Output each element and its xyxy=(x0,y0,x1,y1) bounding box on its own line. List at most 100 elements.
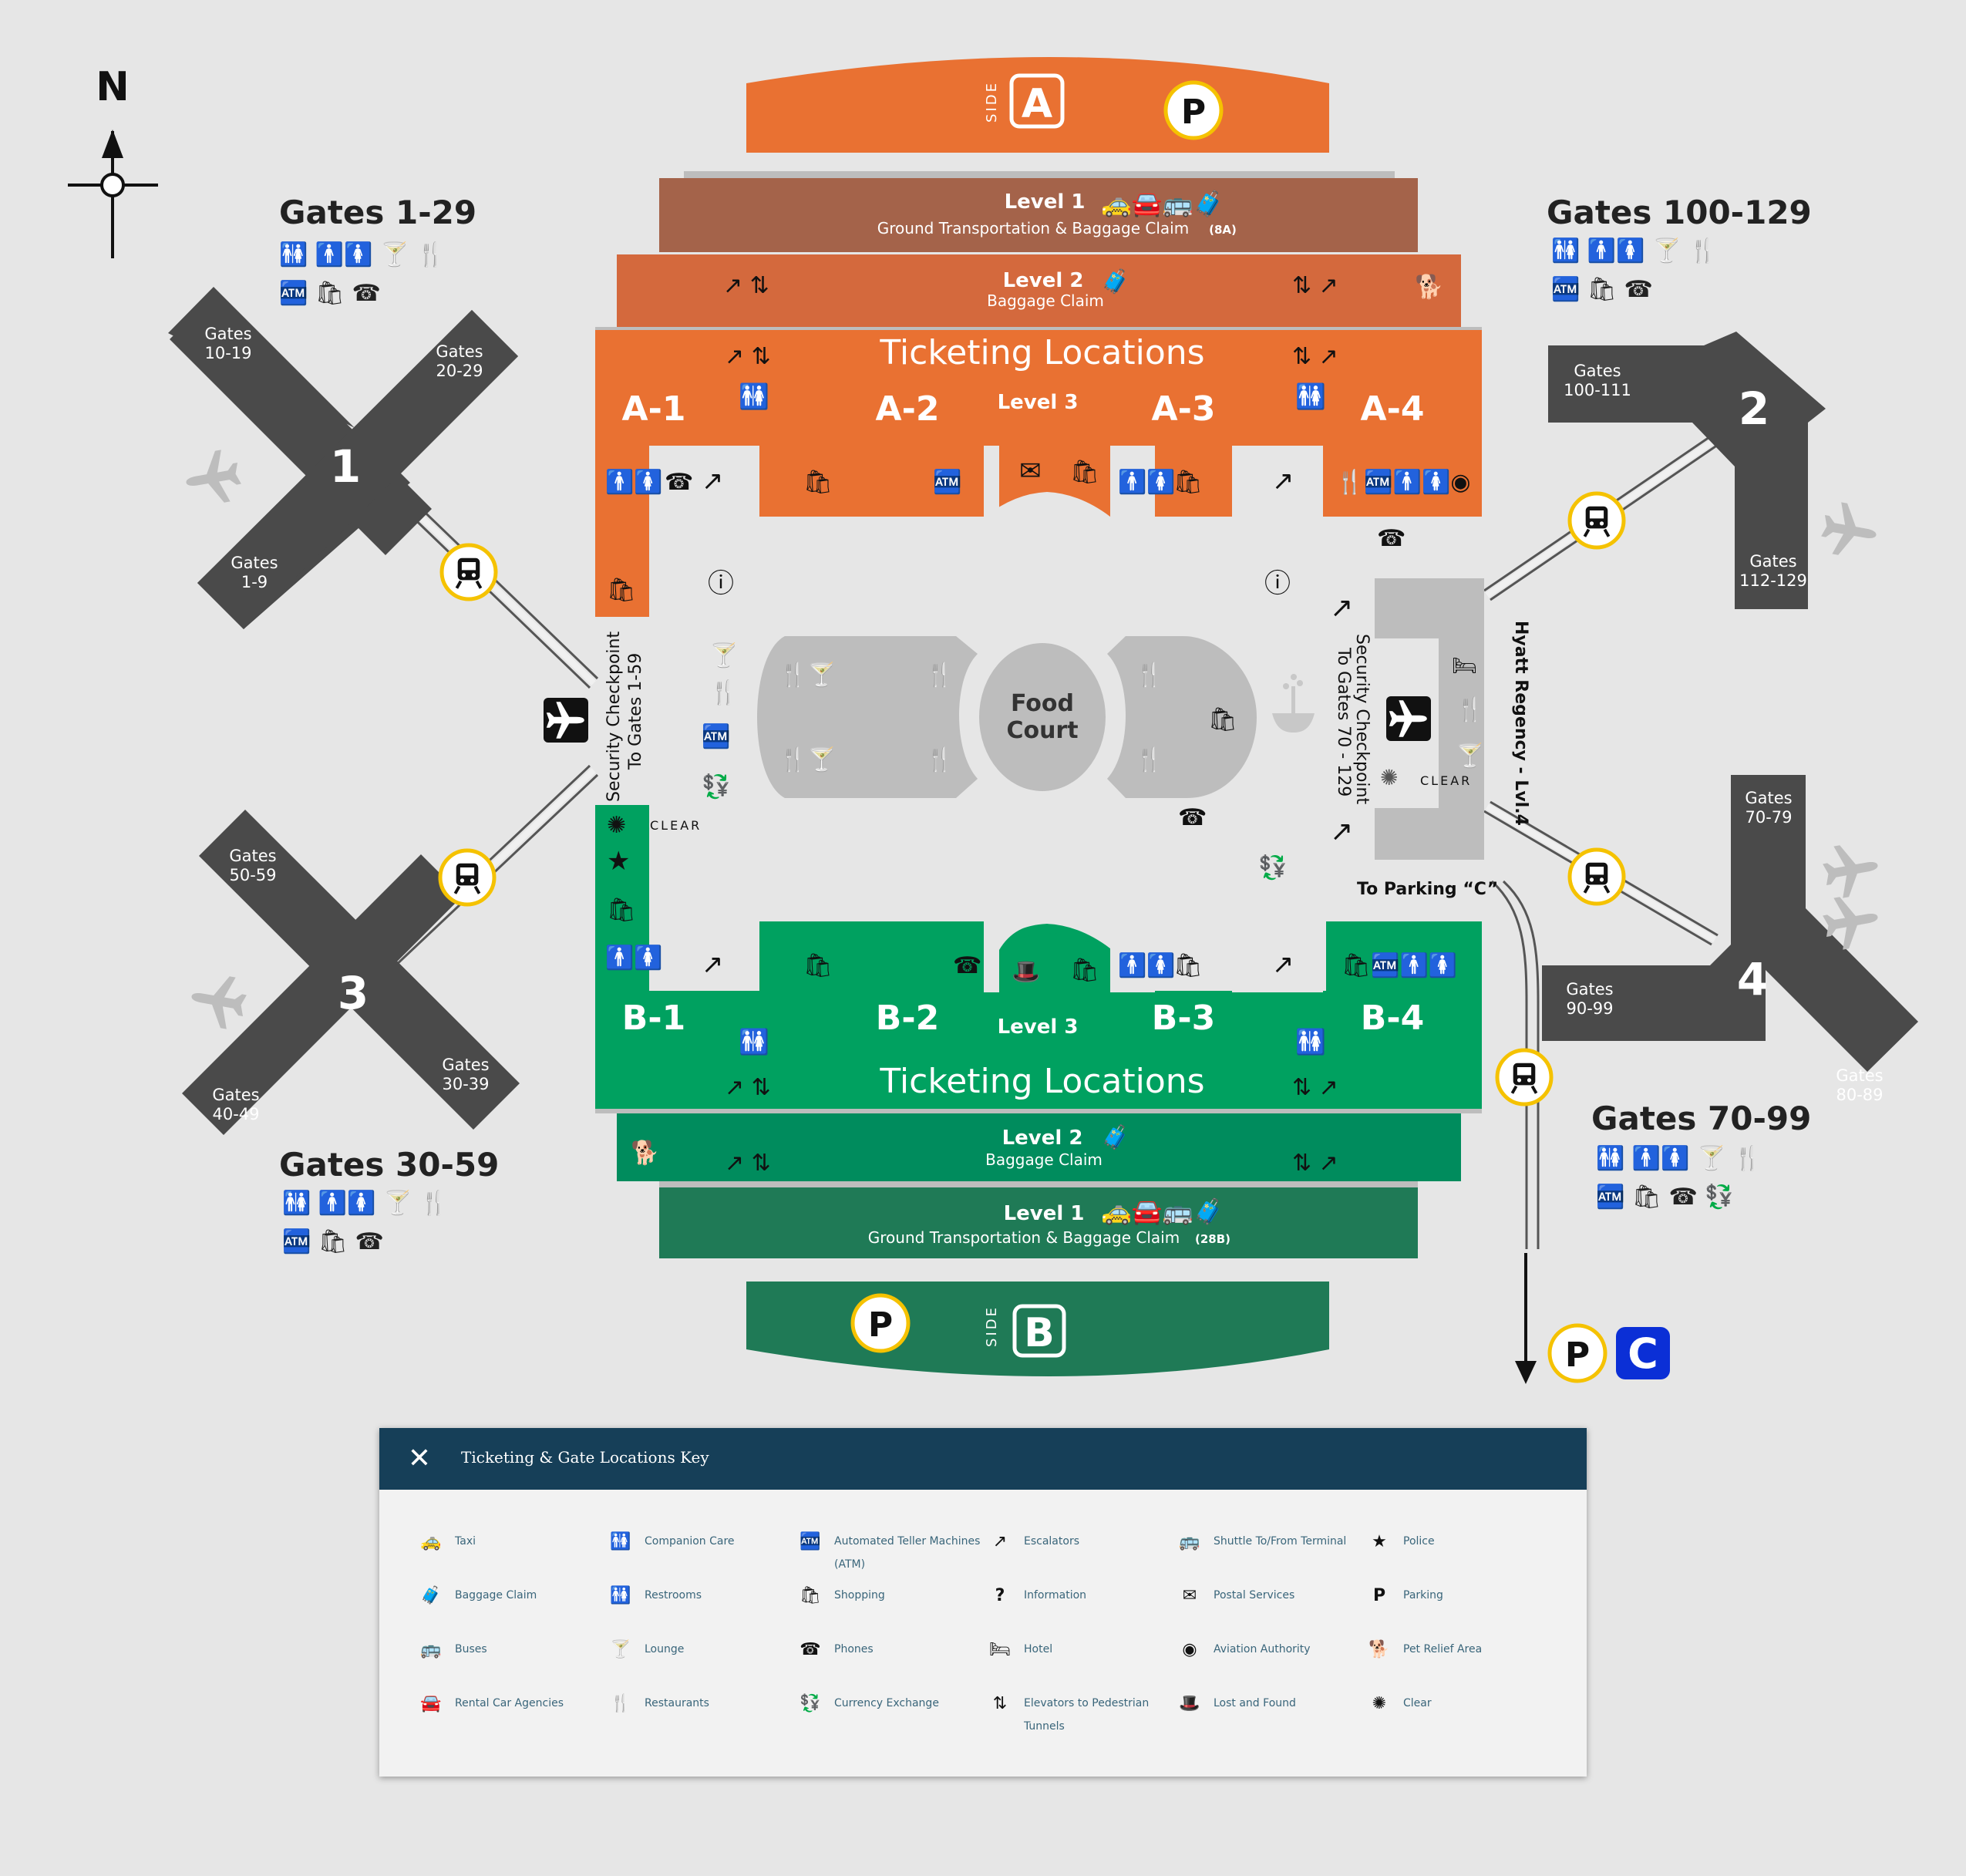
close-icon[interactable]: ✕ xyxy=(407,1443,432,1474)
svg-text:(28B): (28B) xyxy=(1195,1232,1230,1246)
currency-exchange-icon: 💱 xyxy=(800,1694,821,1713)
airplane-icon xyxy=(187,970,250,1032)
side-a-ticketing[interactable]: Ticketing Locations Level 3 A-1 A-2 A-3 … xyxy=(595,330,1482,617)
tram-station-2[interactable] xyxy=(1567,491,1626,550)
fountain xyxy=(1272,674,1315,733)
tram-station-parking[interactable] xyxy=(1495,1048,1554,1106)
svg-text:80-89: 80-89 xyxy=(1836,1086,1883,1104)
svg-text:1-9: 1-9 xyxy=(241,573,268,591)
zone-a2[interactable]: A-2 xyxy=(876,389,940,429)
airside-amenity-icons-2: 🏧 🛍 ☎ xyxy=(279,279,381,307)
key-item-label: Parking xyxy=(1403,1589,1443,1602)
zone-b1[interactable]: B-1 xyxy=(622,999,685,1038)
restaurant-icon: 🍴 xyxy=(610,1694,631,1713)
parking-icon[interactable] xyxy=(1163,80,1224,140)
restaurant-icon: 🍴 xyxy=(1135,746,1163,773)
svg-text:Gates: Gates xyxy=(1836,1066,1883,1085)
information-icon: ⓘ xyxy=(1264,568,1291,599)
security-checkpoint-east[interactable]: Security Checkpoint To Gates 70 - 129 Hy… xyxy=(1330,578,1530,860)
central-hall[interactable]: Food Court 🍴🍸 🍴🍸 🍴 🍴 🍴 🍴 🛍 xyxy=(757,636,1257,798)
security-checkpoint-west[interactable]: Security Checkpoint To Gates 1-59 CLEAR xyxy=(544,632,702,833)
shopping-icon: 🛍 xyxy=(1070,459,1099,486)
side-b-level1[interactable]: Level 1 Ground Transportation & Baggage … xyxy=(659,1187,1418,1258)
restaurant-icon: 🍴 xyxy=(925,661,954,689)
escalator-elevator-icons: ⇅ ↗ xyxy=(1292,272,1338,299)
airside-3[interactable]: 3 Gates 50-59 Gates 40-49 Gates 30-39 Ga… xyxy=(182,810,520,1255)
companion-care-icon: 🚻 xyxy=(1295,1027,1326,1056)
west-hall-icons: ⓘ 🍸 🍴 🏧 💱 xyxy=(702,568,738,800)
svg-text:20-29: 20-29 xyxy=(436,362,483,380)
food-court[interactable] xyxy=(979,643,1106,791)
key-item-label: Buses xyxy=(455,1643,487,1655)
svg-text:Gates: Gates xyxy=(1749,552,1796,571)
side-b-ticketing[interactable]: Ticketing Locations Level 3 B-1 B-2 B-3 … xyxy=(595,805,1482,1110)
svg-text:Level 2: Level 2 xyxy=(1002,1127,1083,1150)
key-item-label: Restrooms xyxy=(645,1589,702,1602)
phone-icon: ☎ xyxy=(953,952,981,979)
airside-4[interactable]: 4 Gates 70-79 Gates 90-99 Gates 80-89 Ga… xyxy=(1542,775,1918,1211)
side-b-parking-garage[interactable]: P SIDE B xyxy=(746,1282,1329,1376)
key-item-label: Police xyxy=(1403,1535,1435,1548)
escalator-elevator-icons: ⇅ ↗ xyxy=(1292,343,1338,370)
side-a-level2[interactable]: Level 2 Baggage Claim 🧳 ↗ ⇅ ⇅ ↗ 🐕 xyxy=(617,254,1461,328)
side-b-level2[interactable]: Level 2 Baggage Claim 🧳 🐕 ↗ ⇅ ⇅ ↗ xyxy=(617,1113,1461,1181)
baggage-claim-icon: 🧳 xyxy=(420,1586,442,1605)
zone-b4[interactable]: B-4 xyxy=(1361,999,1424,1038)
information-icon: ⓘ xyxy=(708,568,734,599)
airside-amenity-icons-2: 🏧 🛍 ☎ 💱 xyxy=(1596,1183,1734,1211)
zone-b2[interactable]: B-2 xyxy=(876,999,939,1038)
svg-text:(8A): (8A) xyxy=(1209,223,1237,237)
airside-amenity-icons: 🚻 🚹🚺 🍸 🍴 xyxy=(279,240,445,268)
atm-icon: 🏧 xyxy=(800,1532,821,1551)
companion-care-icon: 🚻 xyxy=(610,1532,631,1551)
shopping-icon: 🛍 xyxy=(607,577,636,604)
escalator-elevator-icons: ⇅ ↗ xyxy=(1292,1074,1338,1101)
key-item-label: Lost and Found xyxy=(1214,1697,1296,1709)
tram-station-4[interactable] xyxy=(1567,847,1626,906)
key-item-label: Clear xyxy=(1403,1697,1432,1709)
currency-exchange-icon: 💱 xyxy=(1258,854,1287,881)
key-item-label: Shuttle To/From Terminal xyxy=(1214,1535,1347,1548)
zone-a4[interactable]: A-4 xyxy=(1361,389,1425,429)
svg-text:Gates: Gates xyxy=(204,325,251,343)
restroom-icon: 🚹🚺 xyxy=(1118,468,1176,496)
level1-transport-icons: 🚕🚘🚌🧳 xyxy=(1101,1197,1224,1226)
key-title: Ticketing & Gate Locations Key xyxy=(461,1448,709,1467)
key-item-label: Lounge xyxy=(645,1643,685,1655)
side-a-parking-garage[interactable]: SIDE A P xyxy=(746,57,1329,153)
airside-2[interactable]: 2 Gates 100-111 Gates 112-129 Gates 100-… xyxy=(1547,194,1881,609)
phone-icon: ☎ xyxy=(800,1640,821,1659)
parking-c-badge xyxy=(1616,1327,1670,1379)
key-item-label: Information xyxy=(1024,1589,1087,1602)
side-a-level1[interactable]: Level 1 Ground Transportation & Baggage … xyxy=(659,178,1418,252)
key-item-label: Phones xyxy=(834,1643,874,1655)
rental-car-icon: 🚘 xyxy=(420,1694,442,1713)
airside-1[interactable]: 1 Gates 10-19 Gates 20-29 Gates 1-9 Gate… xyxy=(168,194,518,629)
svg-text:Ground Transportation & Baggag: Ground Transportation & Baggage Claim xyxy=(868,1228,1180,1247)
svg-text:Gates: Gates xyxy=(231,554,278,572)
svg-text:Ground Transportation & Baggag: Ground Transportation & Baggage Claim xyxy=(877,219,1189,237)
parking-icon[interactable] xyxy=(1547,1323,1607,1383)
key-item-label: Taxi xyxy=(455,1535,476,1548)
airside-number: 4 xyxy=(1737,953,1768,1005)
restroom-icon: 🚹🚺 xyxy=(605,468,663,496)
north-label: N xyxy=(96,64,130,110)
svg-text:30-39: 30-39 xyxy=(442,1075,489,1093)
tram-station-3[interactable] xyxy=(438,848,497,907)
svg-text:Security Checkpoint: Security Checkpoint xyxy=(1352,634,1372,804)
svg-text:100-111: 100-111 xyxy=(1564,381,1631,399)
zone-a1[interactable]: A-1 xyxy=(622,389,686,429)
police-icon: ★ xyxy=(1372,1532,1387,1551)
key-item-label: Postal Services xyxy=(1214,1589,1295,1602)
tram-station-1[interactable] xyxy=(439,543,498,601)
phone-icon: ☎ xyxy=(665,469,693,496)
svg-text:Level 1: Level 1 xyxy=(1004,1202,1085,1225)
key-item-label: Automated Teller Machines (ATM) xyxy=(834,1535,981,1571)
parking-icon[interactable] xyxy=(850,1293,911,1353)
phone-icon: ☎ xyxy=(1377,525,1405,552)
zone-b3[interactable]: B-3 xyxy=(1152,999,1215,1038)
zone-a3[interactable]: A-3 xyxy=(1152,389,1216,429)
svg-text:90-99: 90-99 xyxy=(1566,999,1613,1018)
parking-c[interactable]: P C xyxy=(1547,1323,1670,1383)
shopping-icon: 🛍 xyxy=(1173,469,1203,496)
